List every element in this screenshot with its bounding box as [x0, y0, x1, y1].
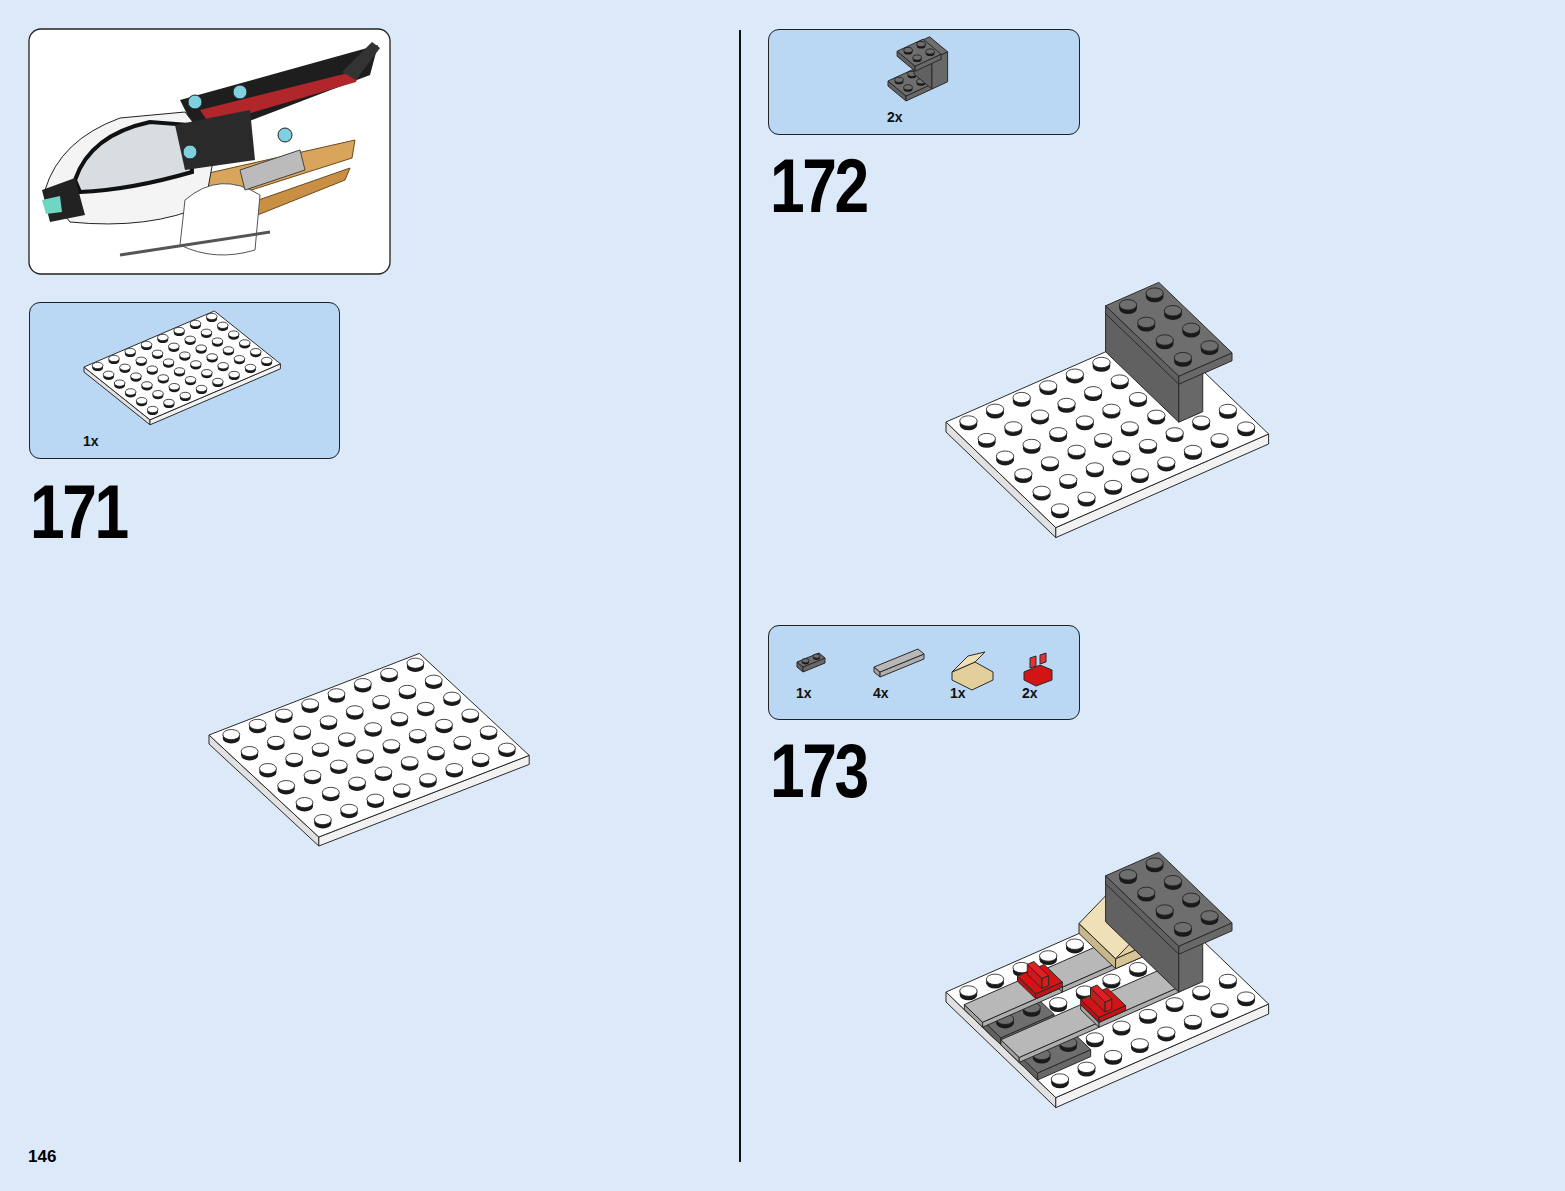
step-number: 171	[30, 474, 127, 550]
bracket-thumbnail	[888, 37, 948, 101]
plate-thumbnail	[84, 311, 280, 425]
part-quantity: 1x	[796, 686, 812, 700]
overview-frame	[29, 29, 390, 274]
page-number: 146	[28, 1148, 56, 1165]
part-quantity: 4x	[873, 686, 889, 700]
part-quantity: 1x	[950, 686, 966, 700]
parts-box-fill	[768, 29, 1080, 135]
step-number: 173	[770, 733, 867, 809]
parts-box: 1x	[29, 302, 340, 459]
parts-thumbnails	[797, 649, 1052, 690]
part-quantity: 1x	[83, 434, 99, 448]
parts-box-fill	[29, 302, 340, 459]
model-overview	[42, 42, 380, 255]
step-172-model	[946, 282, 1269, 537]
step-173-model	[946, 852, 1269, 1107]
part-quantity: 2x	[887, 110, 903, 124]
part-quantity: 2x	[1022, 686, 1038, 700]
parts-box: 2x	[768, 29, 1080, 135]
parts-box-fill	[768, 625, 1080, 720]
step-number: 172	[770, 148, 867, 224]
divider	[739, 30, 741, 1162]
white-plate	[209, 653, 529, 846]
parts-box: 1x 4x 1x 2x	[768, 625, 1080, 720]
